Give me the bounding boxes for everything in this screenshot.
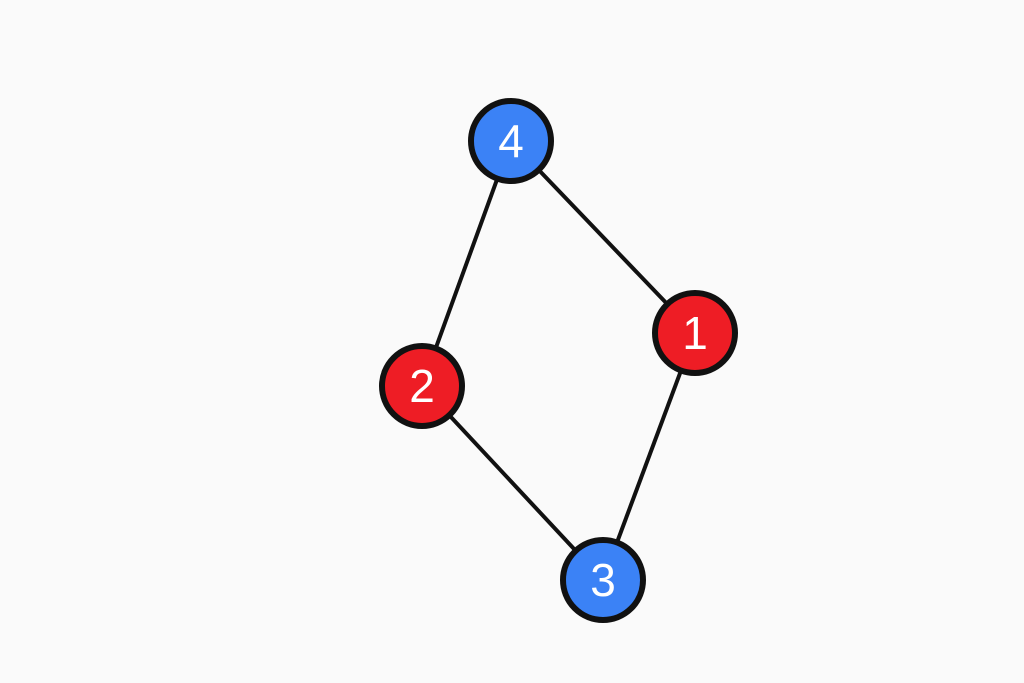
node-4-circle bbox=[468, 98, 554, 184]
nodes-layer: 4 1 2 3 bbox=[379, 98, 738, 623]
node-3: 3 bbox=[560, 537, 646, 623]
node-2-circle bbox=[379, 343, 465, 429]
edges-layer bbox=[420, 139, 697, 582]
node-4-label: 4 bbox=[498, 115, 524, 167]
node-3-label: 3 bbox=[590, 554, 616, 606]
node-1: 1 bbox=[652, 290, 738, 376]
edge-4-2 bbox=[420, 140, 513, 387]
edge-1-3 bbox=[601, 332, 697, 581]
node-1-label: 1 bbox=[682, 307, 708, 359]
node-1-circle bbox=[652, 290, 738, 376]
node-3-circle bbox=[560, 537, 646, 623]
node-4: 4 bbox=[468, 98, 554, 184]
edge-2-3 bbox=[420, 384, 605, 582]
node-2-label: 2 bbox=[409, 360, 435, 412]
node-2: 2 bbox=[379, 343, 465, 429]
edge-4-1 bbox=[509, 139, 697, 335]
